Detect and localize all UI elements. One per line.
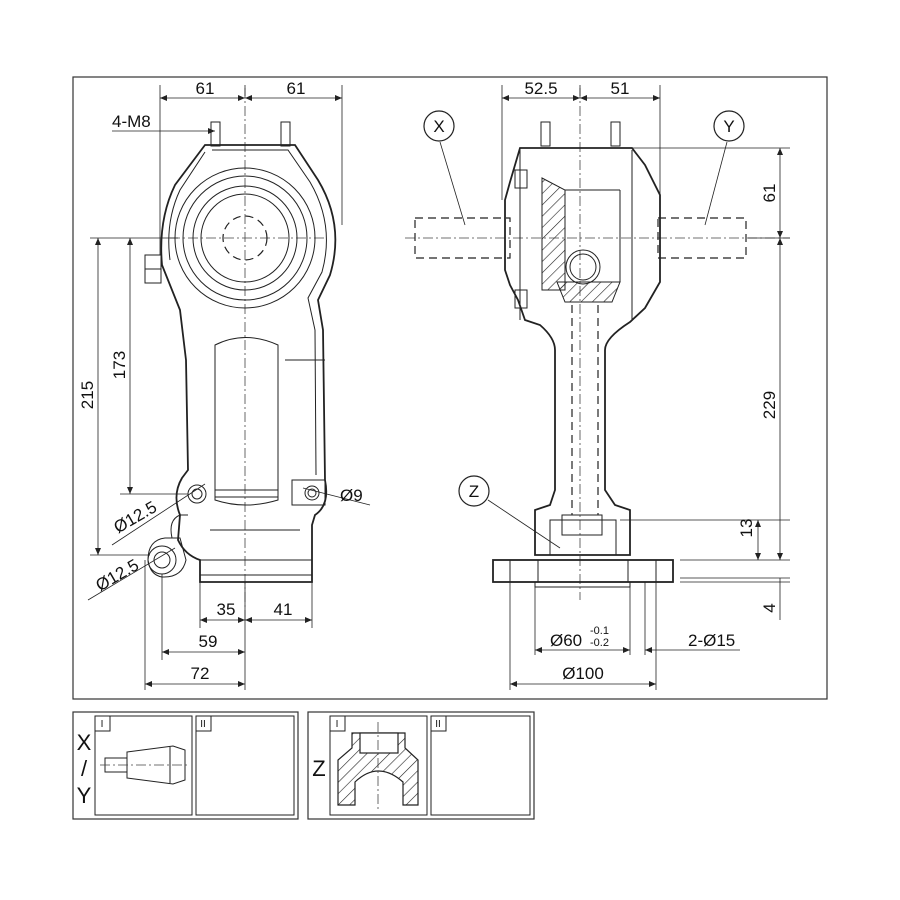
main-frame <box>72 76 828 700</box>
callout-x: X <box>433 117 444 136</box>
front-view: 61 61 4-M8 215 173 Ø12.5 Ø12.5 Ø9 35 41 … <box>78 79 371 690</box>
detail-z-title: Z <box>312 756 325 781</box>
dim-bottom-59: 59 <box>199 632 218 651</box>
dim-bottom-35: 35 <box>217 600 236 619</box>
dim-pilot-tol-lower: -0.2 <box>590 637 609 649</box>
dim-side-top-left: 52.5 <box>524 79 557 98</box>
detail-xy-title-y: Y <box>77 783 92 808</box>
dim-pilot-diameter: Ø60 <box>550 631 582 650</box>
dim-height-173: 173 <box>110 351 129 379</box>
callout-z: Z <box>469 482 479 501</box>
dim-side-229: 229 <box>760 391 779 419</box>
dim-bottom-41: 41 <box>274 600 293 619</box>
dim-bottom-72: 72 <box>191 664 210 683</box>
detail-xy-variant-ii: II <box>200 719 206 730</box>
detail-z: I II Z <box>307 711 535 820</box>
side-view: X Y Z 52.5 51 61 229 13 4 Ø60 <box>405 79 790 690</box>
dim-front-top-left: 61 <box>196 79 215 98</box>
dim-side-13: 13 <box>737 519 756 538</box>
detail-xy-title-slash: / <box>81 756 88 781</box>
dim-hole-upper-left: Ø12.5 <box>110 497 160 537</box>
dim-pilot-tol-upper: -0.1 <box>590 625 609 637</box>
detail-z-variant-i: I <box>336 719 339 730</box>
callout-y: Y <box>723 117 734 136</box>
dim-side-top-right: 51 <box>611 79 630 98</box>
dim-hole-right: Ø9 <box>340 486 363 505</box>
dim-height-215: 215 <box>78 381 97 409</box>
dim-bolts: 4-M8 <box>112 112 151 131</box>
detail-xy-title-x: X <box>77 730 92 755</box>
detail-z-variant-ii: II <box>435 719 441 730</box>
detail-xy: I II X / Y <box>72 711 299 820</box>
dim-side-61: 61 <box>760 184 779 203</box>
dim-hole-lower-left: Ø12.5 <box>92 555 142 595</box>
housing-outline <box>160 144 337 583</box>
dim-front-top-right: 61 <box>287 79 306 98</box>
detail-xy-variant-i: I <box>101 719 104 730</box>
dim-flange-diameter: Ø100 <box>562 664 604 683</box>
side-housing <box>504 147 661 556</box>
dim-side-4: 4 <box>760 603 779 612</box>
dim-mount-holes: 2-Ø15 <box>688 631 735 650</box>
